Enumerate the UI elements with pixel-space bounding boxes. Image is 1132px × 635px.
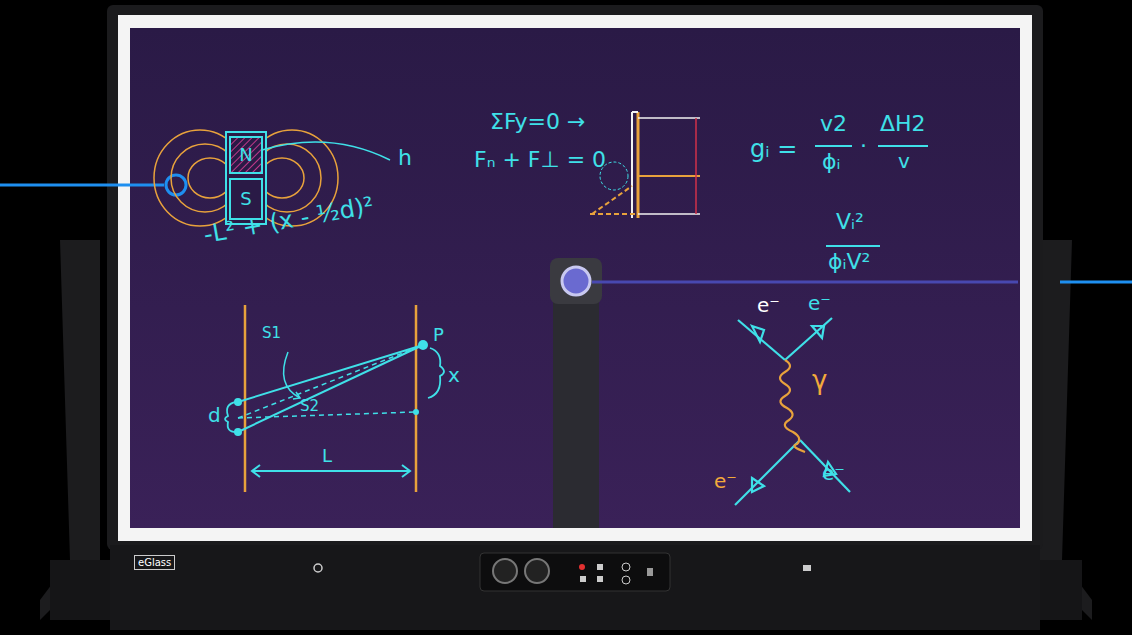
handwritten-label: e⁻ [808, 292, 831, 314]
double-slit [225, 305, 444, 492]
brand-label: eGlass [134, 555, 175, 570]
screen-dot [413, 409, 419, 415]
callout-line [1060, 281, 1132, 284]
knob [525, 559, 549, 583]
handwritten-label: L [322, 446, 332, 466]
control-panel [480, 553, 670, 591]
handwritten-label: d [208, 404, 221, 426]
handwritten-label: Fₙ + F⊥ = 0 [474, 148, 606, 172]
feynman-diagram [735, 318, 850, 505]
handwritten-label: S2 [300, 398, 319, 415]
record-button [579, 564, 585, 570]
fraction-bars [815, 146, 928, 246]
magnet [226, 132, 266, 224]
frame [107, 5, 1043, 550]
port [622, 576, 630, 584]
handwritten-label: S1 [262, 325, 281, 342]
base [110, 545, 1040, 630]
pole-label: S [236, 187, 255, 211]
knob [493, 559, 517, 583]
slit-dot [234, 428, 242, 436]
handwritten-label: gᵢ = [750, 136, 797, 162]
port [622, 563, 630, 571]
pole-label: N [235, 143, 256, 167]
handwritten-label: ϕᵢ [822, 150, 840, 174]
handwritten-label: v [898, 150, 910, 172]
handwritten-label: · [860, 134, 867, 158]
magnet-hatch [229, 136, 263, 174]
leader-line [262, 142, 390, 160]
point-dot [418, 340, 428, 350]
handwritten-label: P [433, 325, 444, 345]
handwritten-label: Vᵢ² [836, 210, 864, 234]
callout-line [592, 281, 1018, 284]
handwritten-label: x [448, 364, 460, 386]
handwritten-label: e⁻ [822, 462, 845, 484]
stop-button [597, 564, 603, 570]
slit-dot [234, 398, 242, 406]
tray-icon [803, 565, 811, 571]
wall-diagram [590, 112, 700, 218]
glass [130, 28, 1020, 528]
handwritten-label: e⁻ [757, 294, 780, 316]
light-border [118, 15, 1032, 541]
magnet-pole: N [229, 136, 263, 174]
callout-line [0, 184, 164, 187]
handwritten-label: ΔH2 [880, 112, 926, 136]
handwritten-label: γ [812, 366, 827, 395]
power-icon [314, 564, 322, 572]
left-foot [50, 560, 120, 620]
mute-button [597, 576, 603, 582]
callout-dot [166, 175, 186, 195]
handwritten-label: ϕᵢV² [828, 250, 870, 274]
handwritten-label: v2 [820, 112, 847, 136]
handwritten-label: ΣFy=0 → [490, 110, 585, 134]
pause-button [580, 576, 586, 582]
switch [647, 568, 653, 576]
handwritten-label: h [398, 146, 412, 170]
magnet-pole: S [229, 178, 263, 220]
camera-lens [562, 267, 590, 295]
handwritten-label: e⁻ [714, 470, 737, 492]
